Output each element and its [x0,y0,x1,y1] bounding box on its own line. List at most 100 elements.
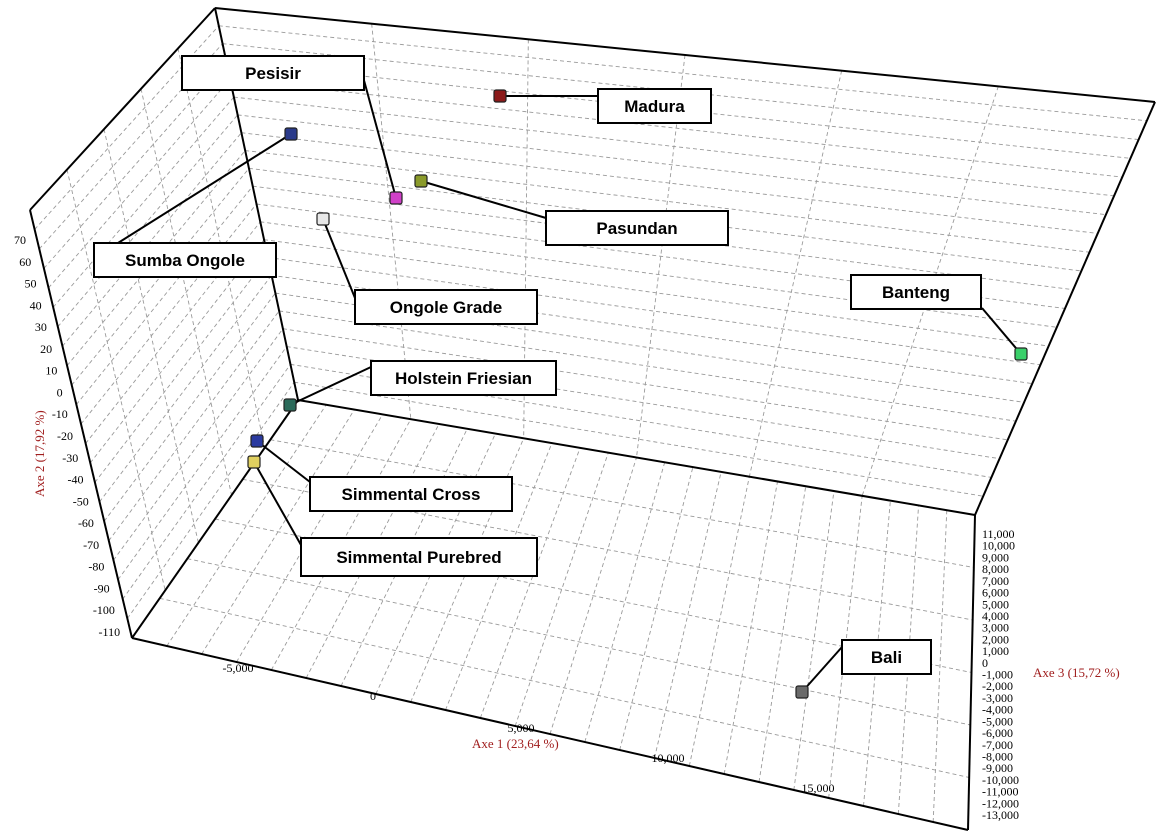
data-point-simmental-purebred [247,455,261,469]
grid-layer [34,23,1147,823]
left-wall-gridline [62,132,242,347]
back-wall-gridline [218,25,1147,122]
left-wall-gridline [71,168,250,386]
leader-line-banteng [981,307,1022,355]
leader-line-holstein-friesian [289,366,372,406]
floor-gridline [166,404,327,647]
data-label-sumba-ongole: Sumba Ongole [125,251,245,270]
axis-3-tick-label: -12,000 [982,796,1019,810]
leader-line-ongole-grade [322,218,356,299]
axis-3-tick-label: -8,000 [982,749,1013,763]
data-label-ongole-grade: Ongole Grade [390,298,502,317]
left-wall-gridline [103,129,199,543]
axis-3-tick-label: -7,000 [982,738,1013,752]
axis-1-title: Axe 1 (23,64 %) [472,736,559,751]
axis-3-tick-label: 9,000 [982,550,1009,564]
axis-3-tick-label: -4,000 [982,703,1013,717]
axis-3-tick-label: 1,000 [982,644,1009,658]
floor-gridline [242,478,973,621]
axis-3-tick-label: -10,000 [982,773,1019,787]
floor-gridline [270,439,974,568]
back-right-edge [974,101,1156,516]
data-point-pesisir [389,191,403,205]
axis-2-tick-label: -100 [93,603,115,617]
back-bottom-edge [297,399,976,516]
left-wall-gridline [34,25,220,230]
axis-2-tick-label: 0 [57,385,63,399]
axis-2-tick-label: -50 [73,494,89,508]
data-point-bali [795,685,809,699]
axis-3-tick-label: 3,000 [982,621,1009,635]
axis-3-tick-label: -9,000 [982,761,1013,775]
floor-gridline [758,486,807,783]
axis-3-tick-label: 8,000 [982,562,1009,576]
floor-gridline [159,597,970,778]
left-top-edge [29,7,216,211]
left-wall-gridline [80,203,257,425]
left-front-edge [29,209,133,639]
axis-3-tick-label: 7,000 [982,574,1009,588]
axis-2-tick-label: 40 [30,298,42,312]
left-wall-gridline [43,61,227,269]
axis-2-tick-label: 30 [35,320,47,334]
floor-gridline [187,558,971,726]
left-wall-gridline [140,88,233,496]
left-wall-gridline [103,292,276,522]
left-wall-gridline [108,310,280,541]
axis-1-tick-label: -5,000 [223,661,254,675]
label-box-pasundan [545,210,729,246]
axes-frame [29,7,1156,831]
axis-2-tick-label: 10 [45,364,57,378]
label-box-pesisir [181,55,365,91]
axis-2-ticks: 706050403020100-10-20-30-40-50-60-70-80-… [14,233,120,639]
left-wall-gridline [94,257,269,483]
left-wall-gridline [122,364,291,600]
left-wall-gridline [99,275,272,503]
left-floor-edge [131,399,299,639]
data-point-sumba-ongole [284,127,298,141]
axis-2-tick-label: -70 [83,538,99,552]
axis-2-tick-label: 70 [14,233,26,247]
axis-3-tick-label: 2,000 [982,632,1009,646]
data-label-bali: Bali [871,648,902,667]
data-point-ongole-grade [316,212,330,226]
data-label-simmental-cross: Simmental Cross [342,485,481,504]
axis-2-tick-label: 20 [40,342,52,356]
leader-line-pesisir [361,72,397,199]
data-label-banteng: Banteng [882,283,950,302]
axis-2-tick-label: -60 [78,516,94,530]
axis-2-title: Axe 2 (17,92 %) [32,410,47,497]
axis-2-tick-label: -30 [62,451,78,465]
axis-1-tick-label: 15,000 [802,781,835,795]
axis-3-tick-label: -3,000 [982,691,1013,705]
left-wall-gridline [76,185,254,405]
back-wall-gridline [371,23,412,420]
leader-line-simmental-purebred [253,461,302,546]
axis-3-tick-label: 6,000 [982,586,1009,600]
label-box-simmental-purebred [300,537,538,577]
back-wall-gridline [260,221,1057,328]
data-point-banteng [1014,347,1028,361]
left-wall-gridline [85,221,261,444]
axis-3-tick-label: -5,000 [982,714,1013,728]
leader-line-sumba-ongole [117,133,292,244]
left-wall-gridline [117,346,288,580]
axis-3-tick-label: -11,000 [982,785,1019,799]
back-top-edge [214,7,1156,103]
data-point-holstein-friesian [283,398,297,412]
axis-3-tick-label: 5,000 [982,597,1009,611]
floor-right-edge [967,514,976,831]
axis-2-tick-label: -10 [52,407,68,421]
axis-2-tick-label: -80 [88,560,104,574]
label-box-holstein-friesian [370,360,557,396]
leader-line-bali [801,646,843,693]
axis-2-tick-label: 60 [19,255,31,269]
back-wall-gridline [636,54,686,458]
left-wall-gridline [57,114,238,328]
axis-3-title: Axe 3 (15,72 %) [1033,665,1120,680]
floor-front-edge [131,637,969,831]
axis-2-tick-label: 50 [24,277,36,291]
